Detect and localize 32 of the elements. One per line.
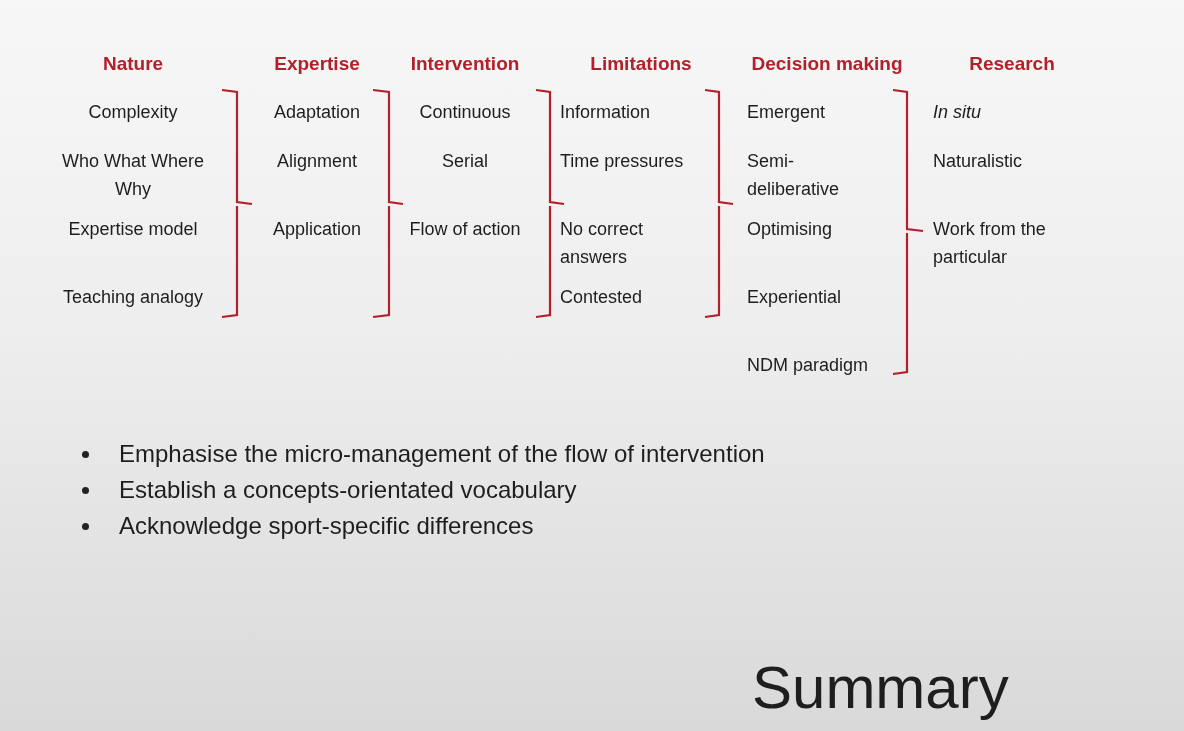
list-item: Application <box>271 218 363 241</box>
list-item: Information <box>560 101 652 124</box>
column-heading: Decision making <box>751 52 903 76</box>
list-item: Complexity <box>87 101 179 124</box>
list-item: Teaching analogy <box>61 286 205 309</box>
list-item: Semi-deliberative <box>747 150 841 201</box>
list-item: Serial <box>441 150 489 173</box>
list-item: Flow of action <box>408 218 522 241</box>
list-item: Naturalistic <box>933 150 1024 173</box>
list-item: NDM paradigm <box>747 354 870 377</box>
list-item: Time pressures <box>560 150 685 173</box>
column-heading: Intervention <box>410 52 520 76</box>
list-item: Optimising <box>747 218 834 241</box>
list-item: Continuous <box>418 101 512 124</box>
list-item: In situ <box>933 101 983 124</box>
list-item: Contested <box>560 286 644 309</box>
list-item: Alignment <box>275 150 358 173</box>
bullet-text: Emphasise the micro-management of the flow of intervention <box>119 440 765 468</box>
bullet-text: Establish a concepts-orientated vocabulary <box>119 476 577 504</box>
column-heading: Nature <box>102 52 164 76</box>
column-heading: Research <box>969 52 1055 76</box>
list-item: Work from the particular <box>933 218 1047 269</box>
bullet-text: Acknowledge sport-specific differences <box>119 512 534 540</box>
list-item: Experiential <box>747 286 843 309</box>
list-item: Adaptation <box>272 101 362 124</box>
column-heading: Expertise <box>274 52 360 76</box>
list-item: No correct answers <box>560 218 645 269</box>
list-item: Emergent <box>747 101 827 124</box>
list-item: Expertise model <box>67 218 199 241</box>
list-item: Who What Where Why <box>60 150 205 201</box>
column-heading: Limitations <box>590 52 692 76</box>
slide-title: Summary <box>752 653 1009 723</box>
